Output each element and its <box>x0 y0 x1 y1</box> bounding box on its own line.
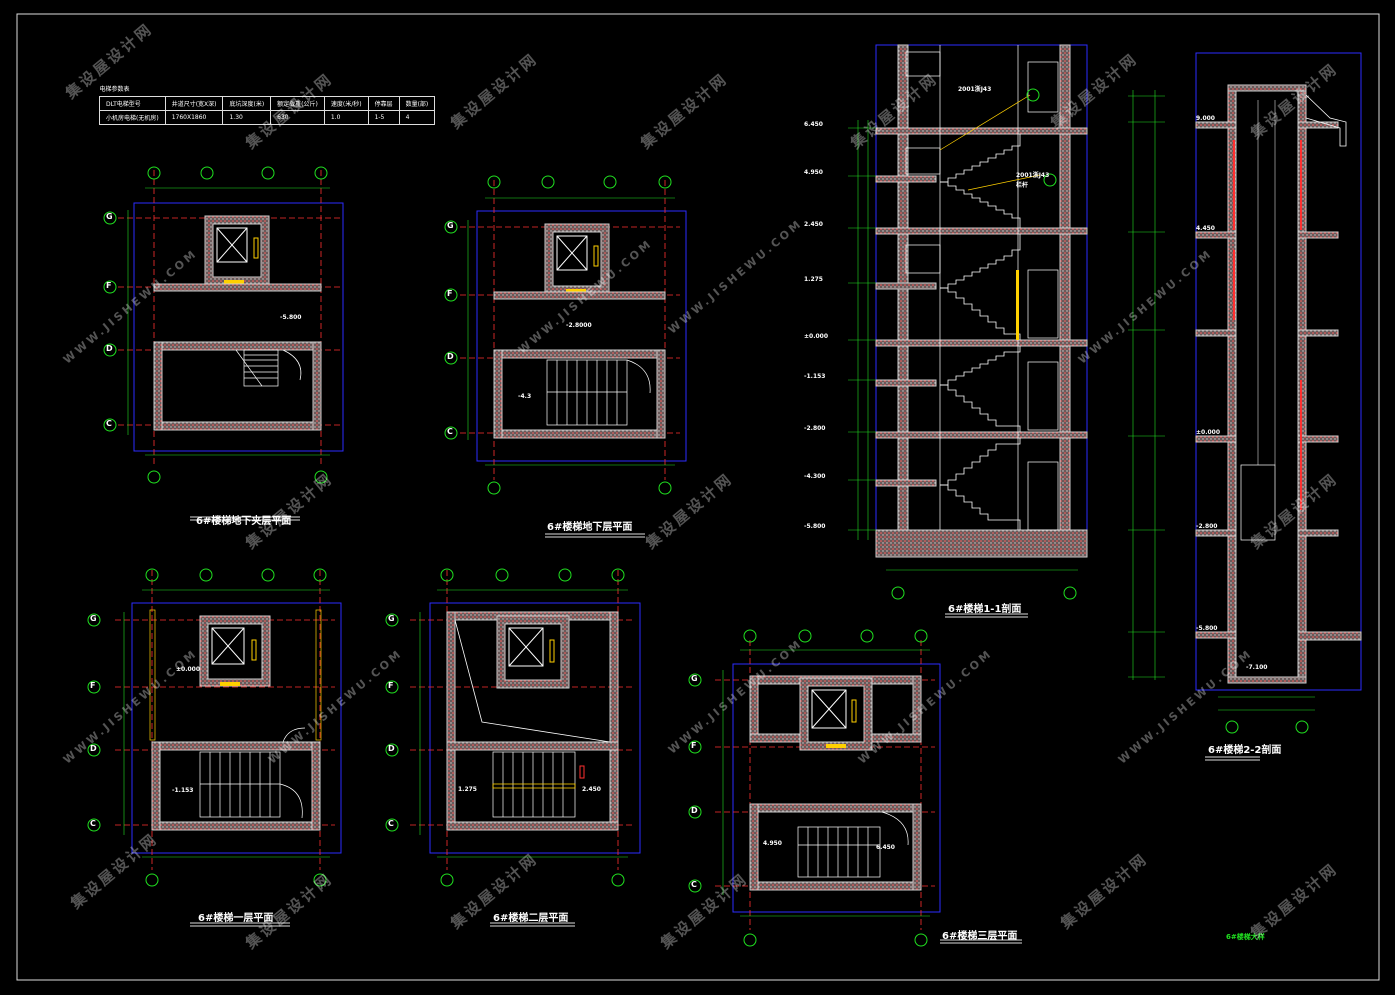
sheet-frame <box>16 13 1380 981</box>
axis-label: F <box>447 289 453 298</box>
elevator-table: 电梯参数表 DLT电梯型号 井道尺寸(宽X深) 底坑深度(米) 额定载重(公斤)… <box>99 84 436 125</box>
ref-note: 2001浙J43 <box>1016 172 1050 179</box>
level-note: -2.8000 <box>566 322 592 329</box>
level-mark: 6.450 <box>804 121 823 128</box>
level-note: 6.450 <box>876 844 895 851</box>
table-cell: 1.0 <box>323 110 369 125</box>
level-note: -4.3 <box>518 393 532 400</box>
level-note: 1.275 <box>458 786 477 793</box>
axis-label: G <box>106 212 113 221</box>
axis-label: G <box>90 614 97 623</box>
level-mark: -7.100 <box>1246 664 1268 671</box>
axis-label: C <box>388 819 394 828</box>
title-section-2-2: 6#楼梯2-2剖面 <box>1208 745 1282 756</box>
table-cell: 1760X1860 <box>164 110 224 125</box>
axis-label: D <box>106 344 113 353</box>
plan-first-floor <box>87 568 342 927</box>
axis-label: C <box>691 880 697 889</box>
table-row: 小机房电梯(无机房) 1760X1860 1.30 630 1.0 1-5 4 <box>99 110 436 125</box>
axis-label: F <box>90 681 96 690</box>
ref-note: 2001浙J43 <box>958 86 992 93</box>
table-cell: 1-5 <box>367 110 400 125</box>
plan-third-floor <box>688 629 1022 947</box>
plan-basement-mezzanine <box>103 166 344 521</box>
level-mark: 4.450 <box>1196 225 1215 232</box>
title-third-floor: 6#楼梯三层平面 <box>942 931 1018 942</box>
level-note: 2.450 <box>582 786 601 793</box>
axis-label: C <box>90 819 96 828</box>
level-note: -5.800 <box>280 314 302 321</box>
title-basement-mezzanine: 6#楼梯地下夹层平面 <box>196 516 292 527</box>
table-header: 数量(部) <box>398 96 436 111</box>
level-mark: ±0.000 <box>804 333 829 340</box>
table-header: 速度(米/秒) <box>323 96 369 111</box>
table-cell: 4 <box>398 110 436 125</box>
axis-label: G <box>388 614 395 623</box>
table-header-row: DLT电梯型号 井道尺寸(宽X深) 底坑深度(米) 额定载重(公斤) 速度(米/… <box>99 96 436 111</box>
table-cell: 630 <box>270 110 325 125</box>
axis-label: C <box>106 419 112 428</box>
axis-label: D <box>447 352 454 361</box>
level-mark: ±0.000 <box>1196 429 1221 436</box>
axis-label: F <box>388 681 394 690</box>
axis-label: D <box>90 744 97 753</box>
table-header: DLT电梯型号 <box>99 96 166 111</box>
plan-second-floor <box>385 568 641 927</box>
level-mark: 4.950 <box>804 169 823 176</box>
title-second-floor: 6#楼梯二层平面 <box>493 913 569 924</box>
level-mark: -5.800 <box>1196 625 1218 632</box>
axis-label: D <box>388 744 395 753</box>
table-caption: 电梯参数表 <box>99 86 130 93</box>
title-basement: 6#楼梯地下层平面 <box>547 522 633 533</box>
level-mark: 1.275 <box>804 276 823 283</box>
level-mark: 9.000 <box>1196 115 1215 122</box>
axis-label: D <box>691 806 698 815</box>
level-mark: -1.153 <box>804 373 826 380</box>
level-note: ±0.000 <box>176 666 201 673</box>
title-section-1-1: 6#楼梯1-1剖面 <box>948 604 1022 615</box>
axis-label: G <box>447 221 454 230</box>
axis-label: F <box>106 281 112 290</box>
plan-basement <box>444 175 687 538</box>
section-1-1 <box>848 44 1088 618</box>
level-mark: -4.300 <box>804 473 826 480</box>
table-cell: 1.30 <box>222 110 272 125</box>
level-mark: 2.450 <box>804 221 823 228</box>
railing-note: 栏杆 <box>1016 182 1029 189</box>
table-header: 井道尺寸(宽X深) <box>164 96 224 111</box>
title-first-floor: 6#楼梯一层平面 <box>198 913 274 924</box>
table-header: 底坑深度(米) <box>222 96 272 111</box>
axis-label: G <box>691 674 698 683</box>
axis-label: C <box>447 427 453 436</box>
table-cell: 小机房电梯(无机房) <box>99 110 166 125</box>
level-mark: -2.800 <box>1196 523 1218 530</box>
axis-label: F <box>691 741 697 750</box>
level-note: -1.153 <box>172 787 194 794</box>
section-2-2 <box>1128 52 1362 761</box>
table-header: 停靠层 <box>367 96 400 111</box>
level-note: 4.950 <box>763 840 782 847</box>
level-mark: -2.800 <box>804 425 826 432</box>
level-mark: -5.800 <box>804 523 826 530</box>
sheet-title: 6#楼梯大样 <box>1226 933 1265 941</box>
